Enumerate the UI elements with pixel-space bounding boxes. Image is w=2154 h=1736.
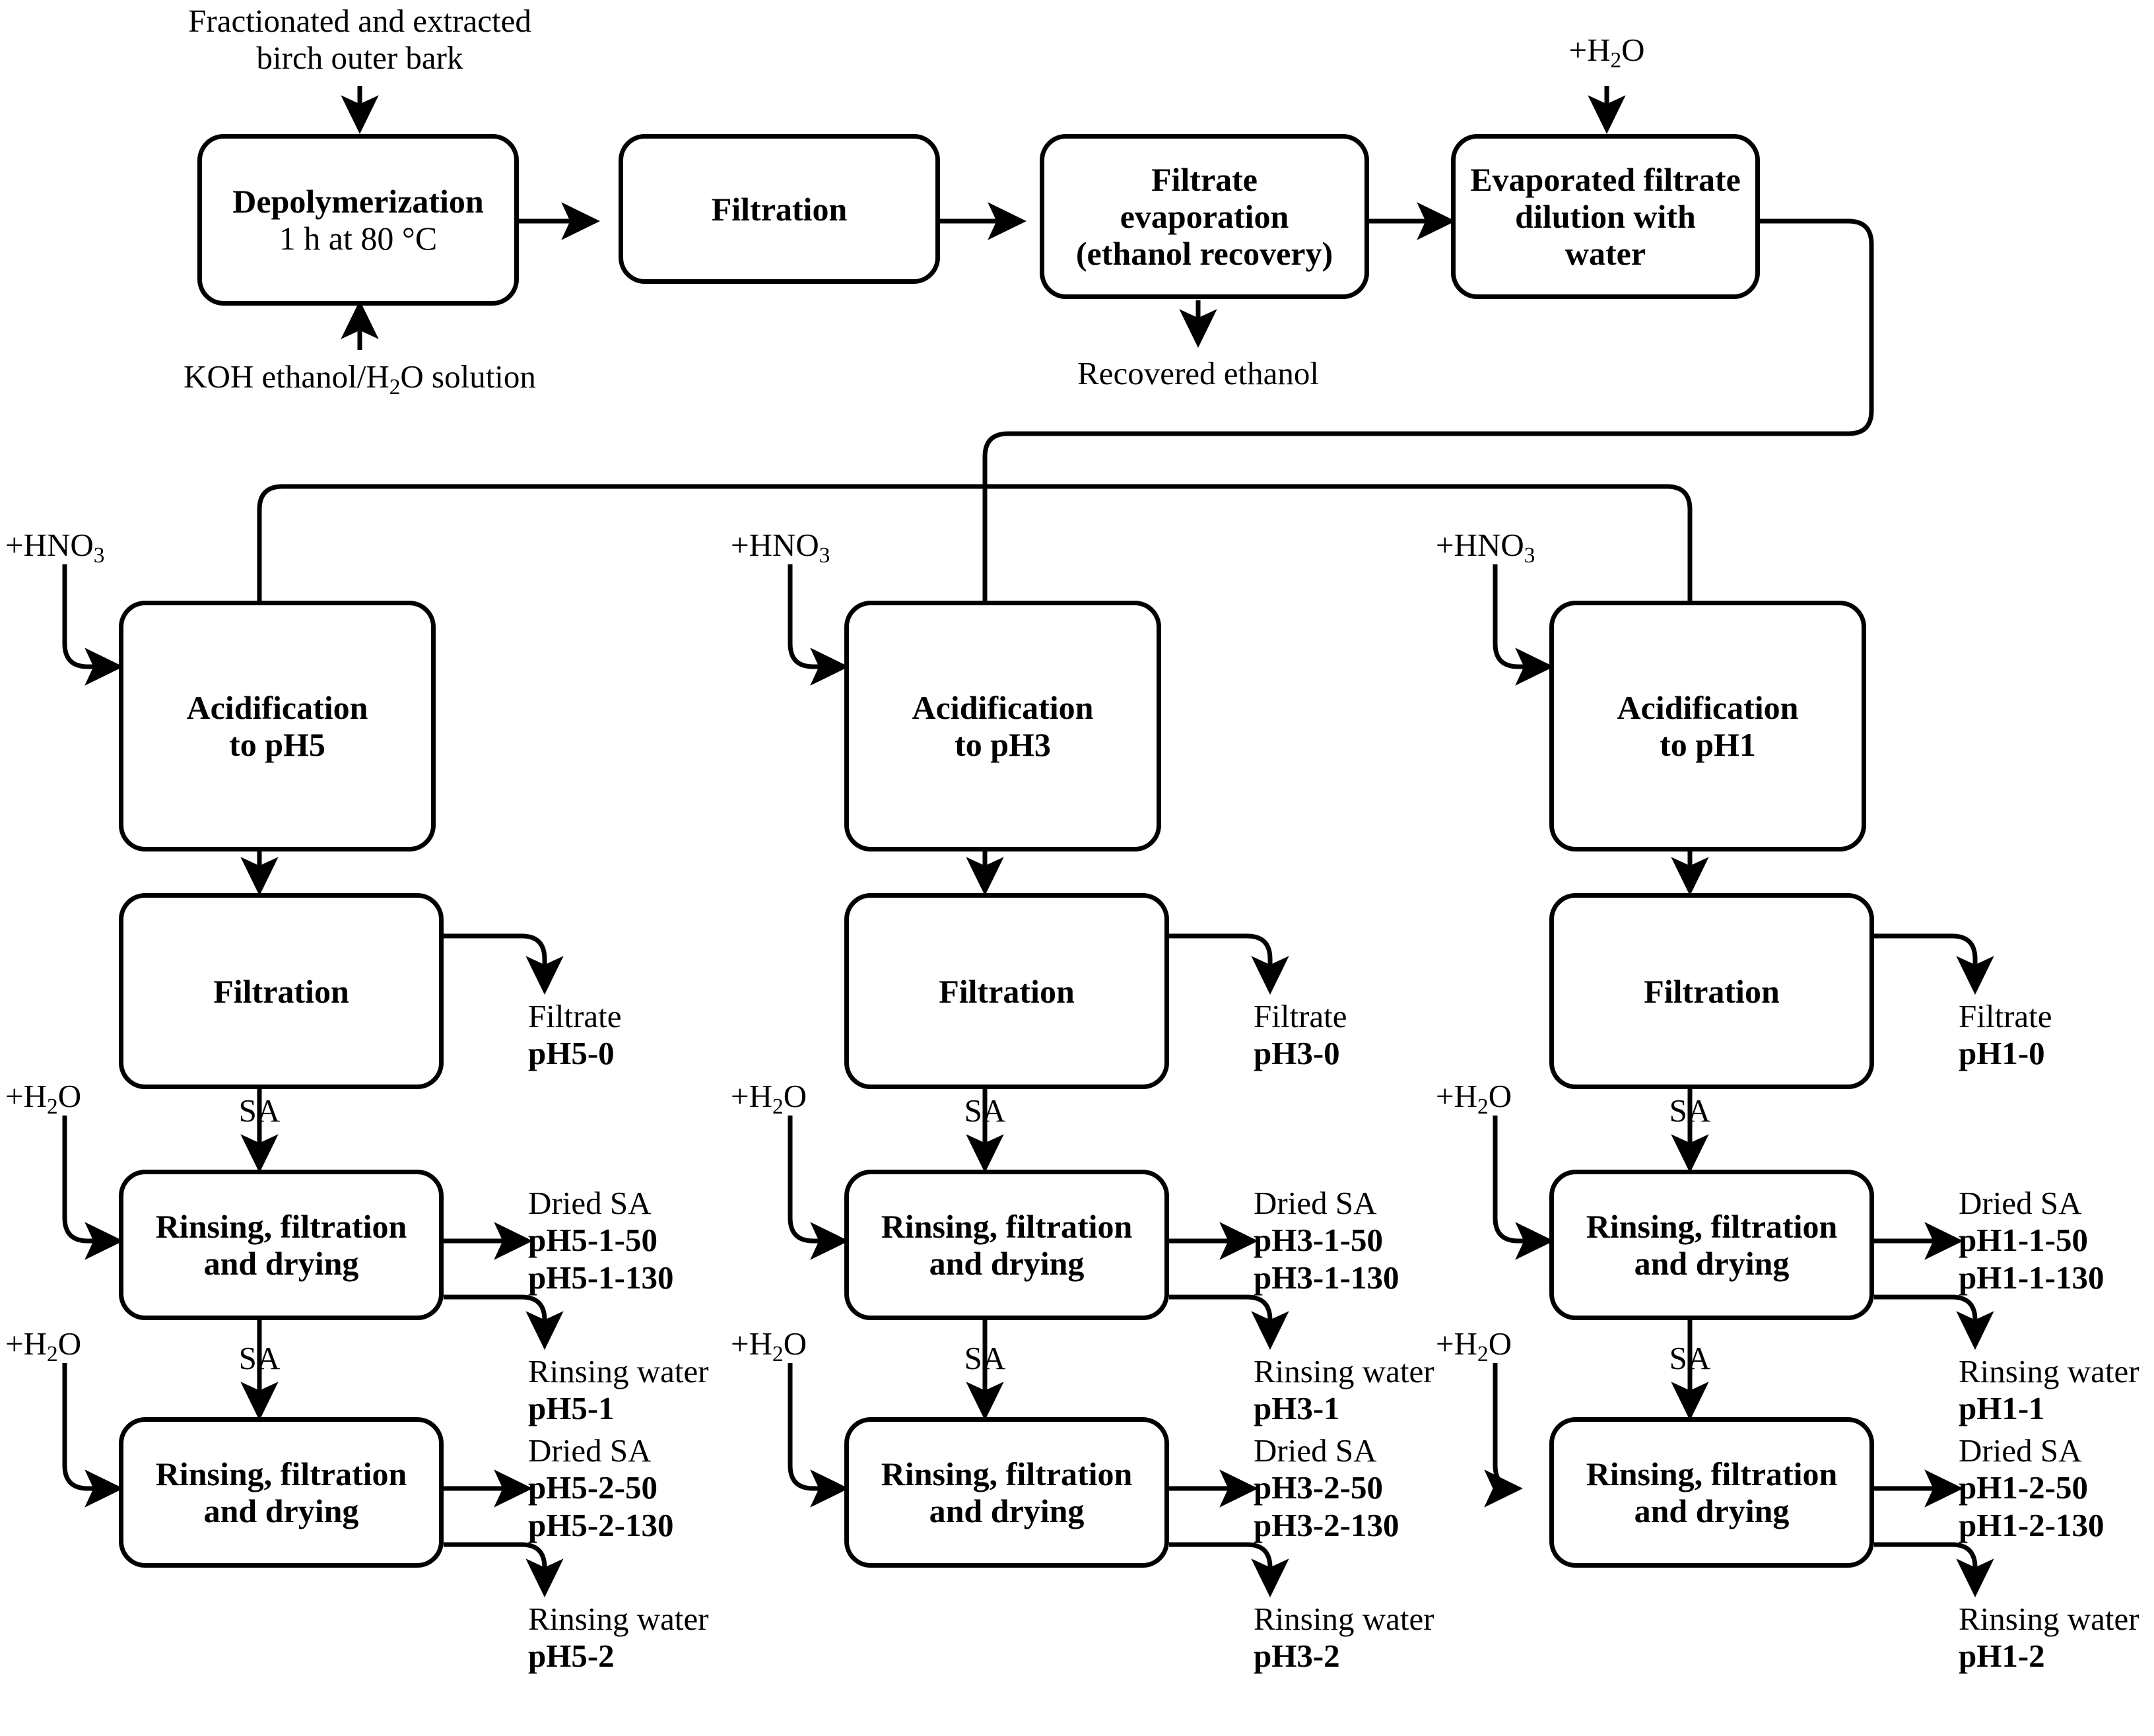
rinsing-water-output-ph5-2: Rinsing water pH5-2 (528, 1601, 709, 1675)
sa-label-ph1-2: SA (1669, 1340, 1711, 1376)
rinsing-water-output-ph1-2: Rinsing water pH1-2 (1959, 1601, 2139, 1675)
water-label-ph3-1: +H2O (731, 1078, 807, 1119)
box-filtration-top[interactable]: Filtration (619, 134, 940, 284)
dried-sa-output-ph5-2: Dried SA pH5-2-50 pH5-2-130 (528, 1432, 674, 1543)
box-rinsing-ph1-2[interactable]: Rinsing, filtration and drying (1549, 1417, 1874, 1568)
filtrate-output-ph1: Filtrate pH1-0 (1959, 998, 2052, 1072)
dried-sa-output-ph5-1: Dried SA pH5-1-50 pH5-1-130 (528, 1185, 674, 1296)
dried-sa-output-ph1-2: Dried SA pH1-2-50 pH1-2-130 (1959, 1432, 2104, 1543)
sa-label-ph5-1: SA (238, 1092, 281, 1129)
rinsing-water-output-ph1-1: Rinsing water pH1-1 (1959, 1353, 2139, 1427)
feed-input-label: Fractionated and extracted birch outer b… (188, 3, 531, 77)
box-filtrate-evaporation[interactable]: Filtrate evaporation (ethanol recovery) (1040, 134, 1369, 299)
sa-label-ph5-2: SA (238, 1340, 281, 1376)
sa-label-ph3-2: SA (964, 1340, 1006, 1376)
box-rinsing-ph1-1[interactable]: Rinsing, filtration and drying (1549, 1170, 1874, 1320)
rinsing-water-output-ph5-1: Rinsing water pH5-1 (528, 1353, 709, 1427)
water-label-ph1-1: +H2O (1436, 1078, 1512, 1119)
dried-sa-output-ph3-2: Dried SA pH3-2-50 pH3-2-130 (1254, 1432, 1399, 1543)
water-label-ph5-1: +H2O (5, 1078, 82, 1119)
box-filtration-ph3[interactable]: Filtration (844, 893, 1169, 1089)
hno3-label-ph3: +HNO3 (731, 527, 830, 568)
water-label-ph3-2: +H2O (731, 1325, 807, 1366)
box-acidification-ph5[interactable]: Acidification to pH5 (119, 601, 436, 851)
box-evaporated-filtrate-dilution[interactable]: Evaporated filtrate dilution with water (1451, 134, 1760, 299)
sa-label-ph3-1: SA (964, 1092, 1006, 1129)
hno3-label-ph1: +HNO3 (1436, 527, 1535, 568)
hno3-label-ph5: +HNO3 (5, 527, 105, 568)
dried-sa-output-ph1-1: Dried SA pH1-1-50 pH1-1-130 (1959, 1185, 2104, 1296)
box-rinsing-ph5-2[interactable]: Rinsing, filtration and drying (119, 1417, 444, 1568)
box-acidification-ph3[interactable]: Acidification to pH3 (844, 601, 1161, 851)
box-filtration-ph5[interactable]: Filtration (119, 893, 444, 1089)
koh-reagent-label: KOH ethanol/H2O solution (184, 358, 536, 399)
box-rinsing-ph5-1[interactable]: Rinsing, filtration and drying (119, 1170, 444, 1320)
rinsing-water-output-ph3-2: Rinsing water pH3-2 (1254, 1601, 1434, 1675)
filtrate-output-ph3: Filtrate pH3-0 (1254, 998, 1347, 1072)
water-input-label-top: +H2O (1568, 32, 1645, 73)
filtrate-output-ph5: Filtrate pH5-0 (528, 998, 622, 1072)
sa-label-ph1-1: SA (1669, 1092, 1711, 1129)
box-rinsing-ph3-1[interactable]: Rinsing, filtration and drying (844, 1170, 1169, 1320)
recovered-ethanol-label: Recovered ethanol (1077, 355, 1319, 391)
dried-sa-output-ph3-1: Dried SA pH3-1-50 pH3-1-130 (1254, 1185, 1399, 1296)
rinsing-water-output-ph3-1: Rinsing water pH3-1 (1254, 1353, 1434, 1427)
box-rinsing-ph3-2[interactable]: Rinsing, filtration and drying (844, 1417, 1169, 1568)
box-acidification-ph1[interactable]: Acidification to pH1 (1549, 601, 1866, 851)
water-label-ph5-2: +H2O (5, 1325, 82, 1366)
box-filtration-ph1[interactable]: Filtration (1549, 893, 1874, 1089)
water-label-ph1-2: +H2O (1436, 1325, 1512, 1366)
box-depolymerization[interactable]: Depolymerization 1 h at 80 °C (197, 134, 519, 306)
